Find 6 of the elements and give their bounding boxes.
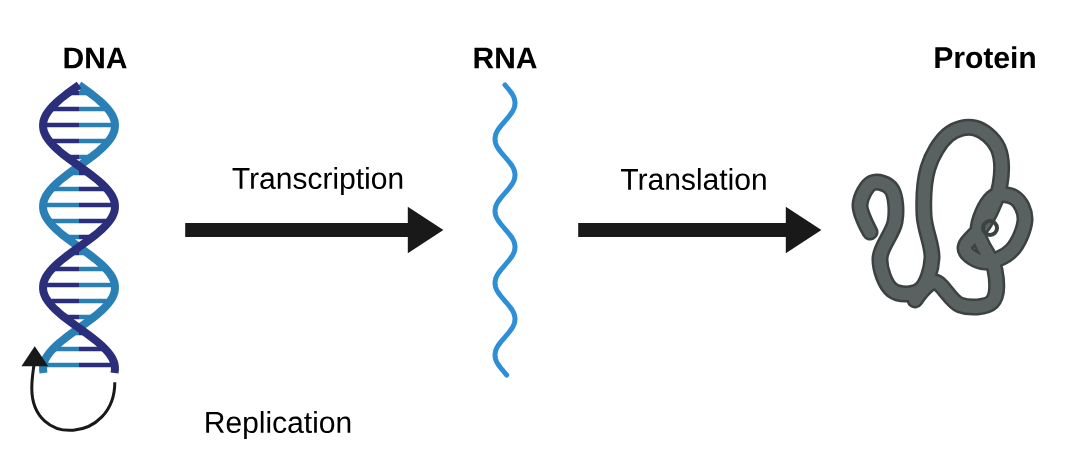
- edge-label: Translation: [621, 168, 766, 191]
- heading: RNA: [474, 47, 537, 69]
- heading: Protein: [935, 46, 1035, 69]
- edge-label: Replication: [206, 411, 351, 439]
- heading: DNA: [64, 47, 127, 69]
- edge-label: Transcription: [232, 167, 403, 195]
